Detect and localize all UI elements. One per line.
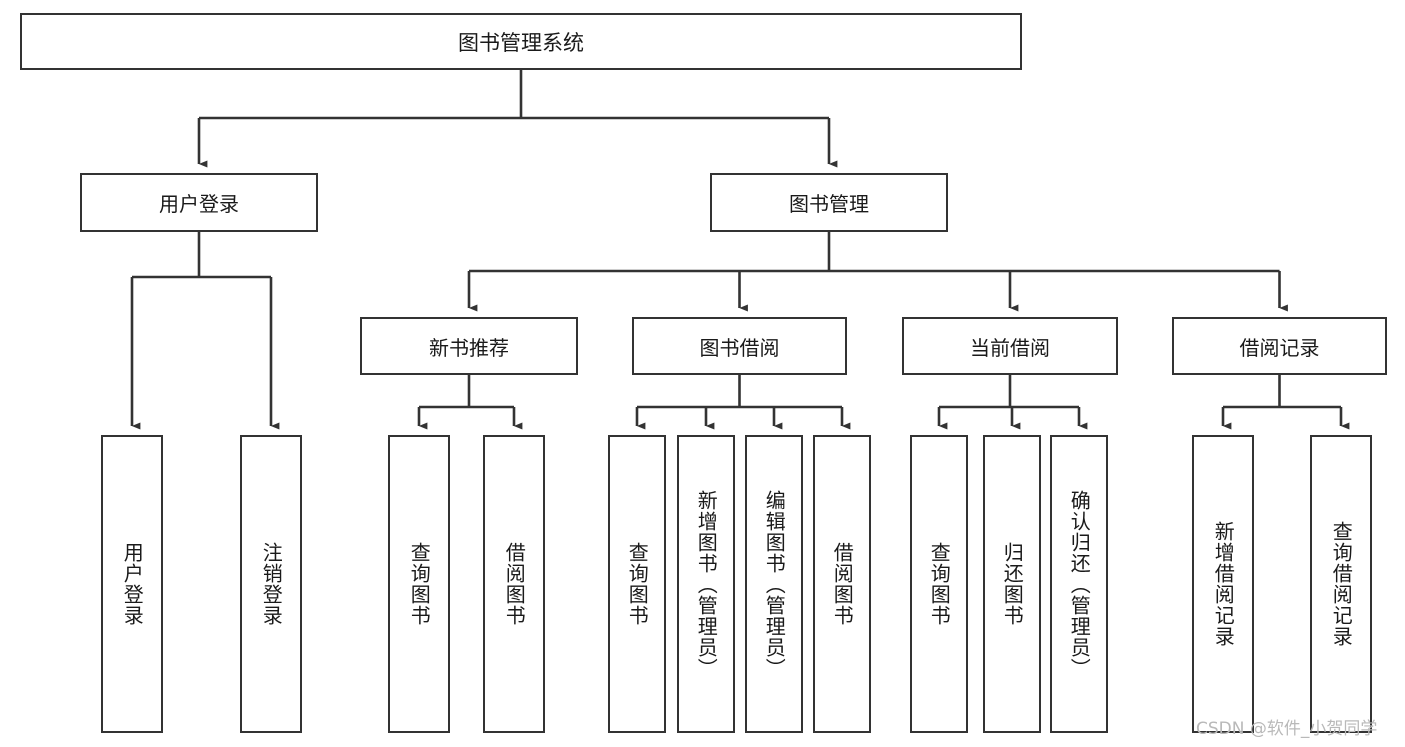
node-leaf-3[interactable]: 借阅图书 [483,435,545,733]
node-label: 借阅记录 [1239,335,1320,360]
node-leaf-10[interactable]: 确认归还（管理员） [1050,435,1108,733]
node-label: 查询图书 [625,542,650,626]
node-label: 确认归还（管理员） [1067,489,1092,679]
node-leaf-0[interactable]: 用户登录 [101,435,163,733]
node-label: 注销登录 [259,542,284,626]
node-label: 新书推荐 [429,335,509,360]
node-label: 借阅图书 [830,542,855,626]
node-leaf-8[interactable]: 查询图书 [910,435,968,733]
node-l1-图书管理[interactable]: 图书管理 [710,173,948,232]
node-label: 查询图书 [407,542,432,626]
node-l1-用户登录[interactable]: 用户登录 [80,173,318,232]
node-label: 归还图书 [1000,542,1025,626]
node-leaf-7[interactable]: 借阅图书 [813,435,871,733]
node-l2-新书推荐[interactable]: 新书推荐 [360,317,578,375]
node-l2-当前借阅[interactable]: 当前借阅 [902,317,1118,375]
node-label: 新增借阅记录 [1211,521,1236,647]
node-leaf-12[interactable]: 查询借阅记录 [1310,435,1372,733]
node-root-图书管理系统[interactable]: 图书管理系统 [20,13,1022,70]
connector-lines [130,70,1350,430]
node-label: 当前借阅 [970,335,1050,360]
node-label: 用户登录 [120,542,145,626]
node-l2-图书借阅[interactable]: 图书借阅 [632,317,847,375]
node-leaf-5[interactable]: 新增图书（管理员） [677,435,735,733]
node-l2-借阅记录[interactable]: 借阅记录 [1172,317,1387,375]
node-label: 新增图书（管理员） [694,489,719,679]
node-leaf-4[interactable]: 查询图书 [608,435,666,733]
node-leaf-6[interactable]: 编辑图书（管理员） [745,435,803,733]
node-leaf-11[interactable]: 新增借阅记录 [1192,435,1254,733]
node-label: 图书借阅 [699,335,780,360]
node-label: 借阅图书 [502,542,527,626]
node-leaf-2[interactable]: 查询图书 [388,435,450,733]
node-label: 图书管理系统 [458,30,584,55]
node-leaf-9[interactable]: 归还图书 [983,435,1041,733]
node-label: 编辑图书（管理员） [762,489,787,679]
node-label: 查询借阅记录 [1329,521,1354,647]
node-label: 图书管理 [789,192,869,216]
node-leaf-1[interactable]: 注销登录 [240,435,302,733]
node-label: 查询图书 [927,542,952,626]
node-label: 用户登录 [159,192,239,216]
